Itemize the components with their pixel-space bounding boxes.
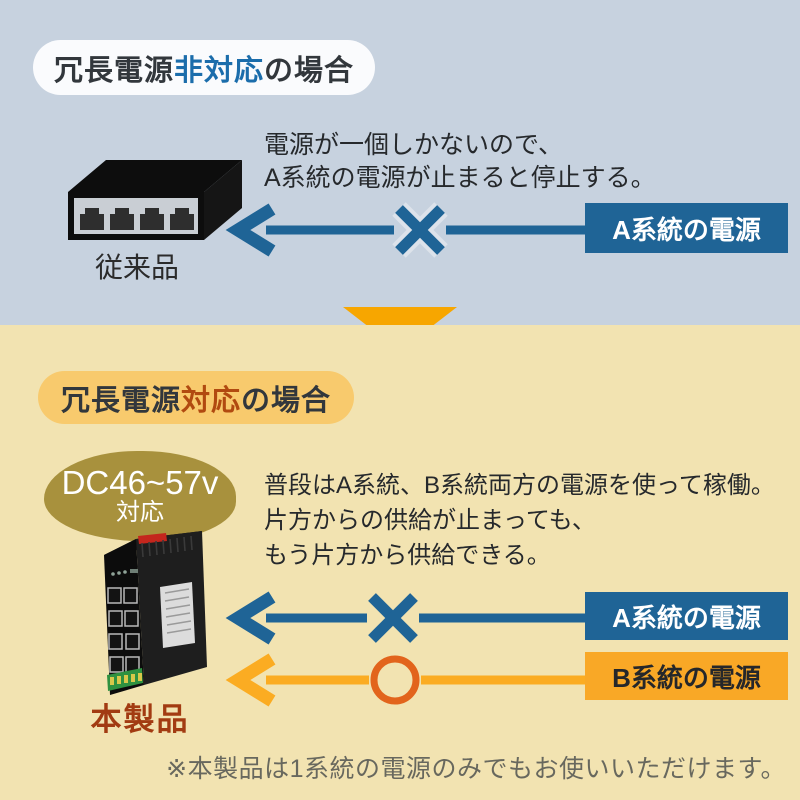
product-device-label: 本製品 [90, 702, 190, 737]
power-a-badge-top: A系統の電源 [585, 203, 788, 253]
rj45-ports [80, 208, 194, 230]
dc-voltage-suffix: 対応 [116, 499, 164, 526]
section-title-non-redundant: 冗長電源非対応の場合 [33, 40, 375, 95]
title-suffix: の場合 [241, 384, 332, 417]
power-b-badge: B系統の電源 [585, 652, 788, 700]
section-non-redundant: 冗長電源非対応の場合 電源が一個しかないので、 A系統の電源が止まると停止する。… [0, 0, 800, 325]
description-line: A系統の電源が止まると停止する。 [264, 164, 656, 192]
red-top-label [138, 533, 167, 544]
title-prefix: 冗長電源 [53, 54, 174, 87]
status-leds [111, 569, 138, 576]
description-non-redundant: 電源が一個しかないので、 A系統の電源が止まると停止する。 [264, 129, 656, 195]
title-highlight: 非対応 [173, 54, 264, 87]
title-highlight: 対応 [180, 384, 241, 417]
power-cut-x-icon [368, 593, 418, 643]
arrow-head-icon [225, 591, 276, 645]
power-cut-x-icon [392, 202, 448, 258]
title-suffix: の場合 [264, 54, 355, 87]
power-b-flow-arrow [225, 653, 592, 707]
section-title-redundant: 冗長電源対応の場合 [38, 371, 354, 424]
description-line: 電源が一個しかないので、 [264, 131, 564, 159]
arrow-head-icon [225, 653, 276, 707]
description-redundant: 普段はA系統、B系統両方の電源を使って稼働。 片方からの供給が止まっても、 もう… [264, 468, 775, 573]
dc-voltage-badge: DC46~57v 対応 [44, 451, 236, 541]
product-switch-illustration [104, 531, 207, 695]
vent-slits [141, 535, 193, 558]
legacy-switch-illustration [68, 160, 242, 240]
legacy-device-label: 従来品 [94, 252, 179, 283]
description-line: 普段はA系統、B系統両方の電源を使って稼働。 [264, 472, 775, 499]
footnote: ※本製品は1系統の電源のみでもお使いいただけます。 [166, 755, 786, 783]
power-a-badge-bottom: A系統の電源 [585, 592, 788, 640]
description-line: 片方からの供給が止まっても、 [264, 507, 596, 534]
side-label-text-lines [164, 588, 192, 634]
arrow-head-icon [225, 203, 276, 257]
power-ok-circle-icon [370, 655, 420, 705]
rj45-ports [107, 587, 140, 673]
description-line: もう片方から供給できる。 [264, 542, 551, 569]
title-prefix: 冗長電源 [60, 384, 181, 417]
terminal-pins [110, 673, 142, 685]
power-a-flow-arrow-bottom [225, 591, 592, 645]
power-a-flow-arrow-top [225, 202, 592, 258]
dc-voltage-range: DC46~57v [61, 464, 219, 501]
